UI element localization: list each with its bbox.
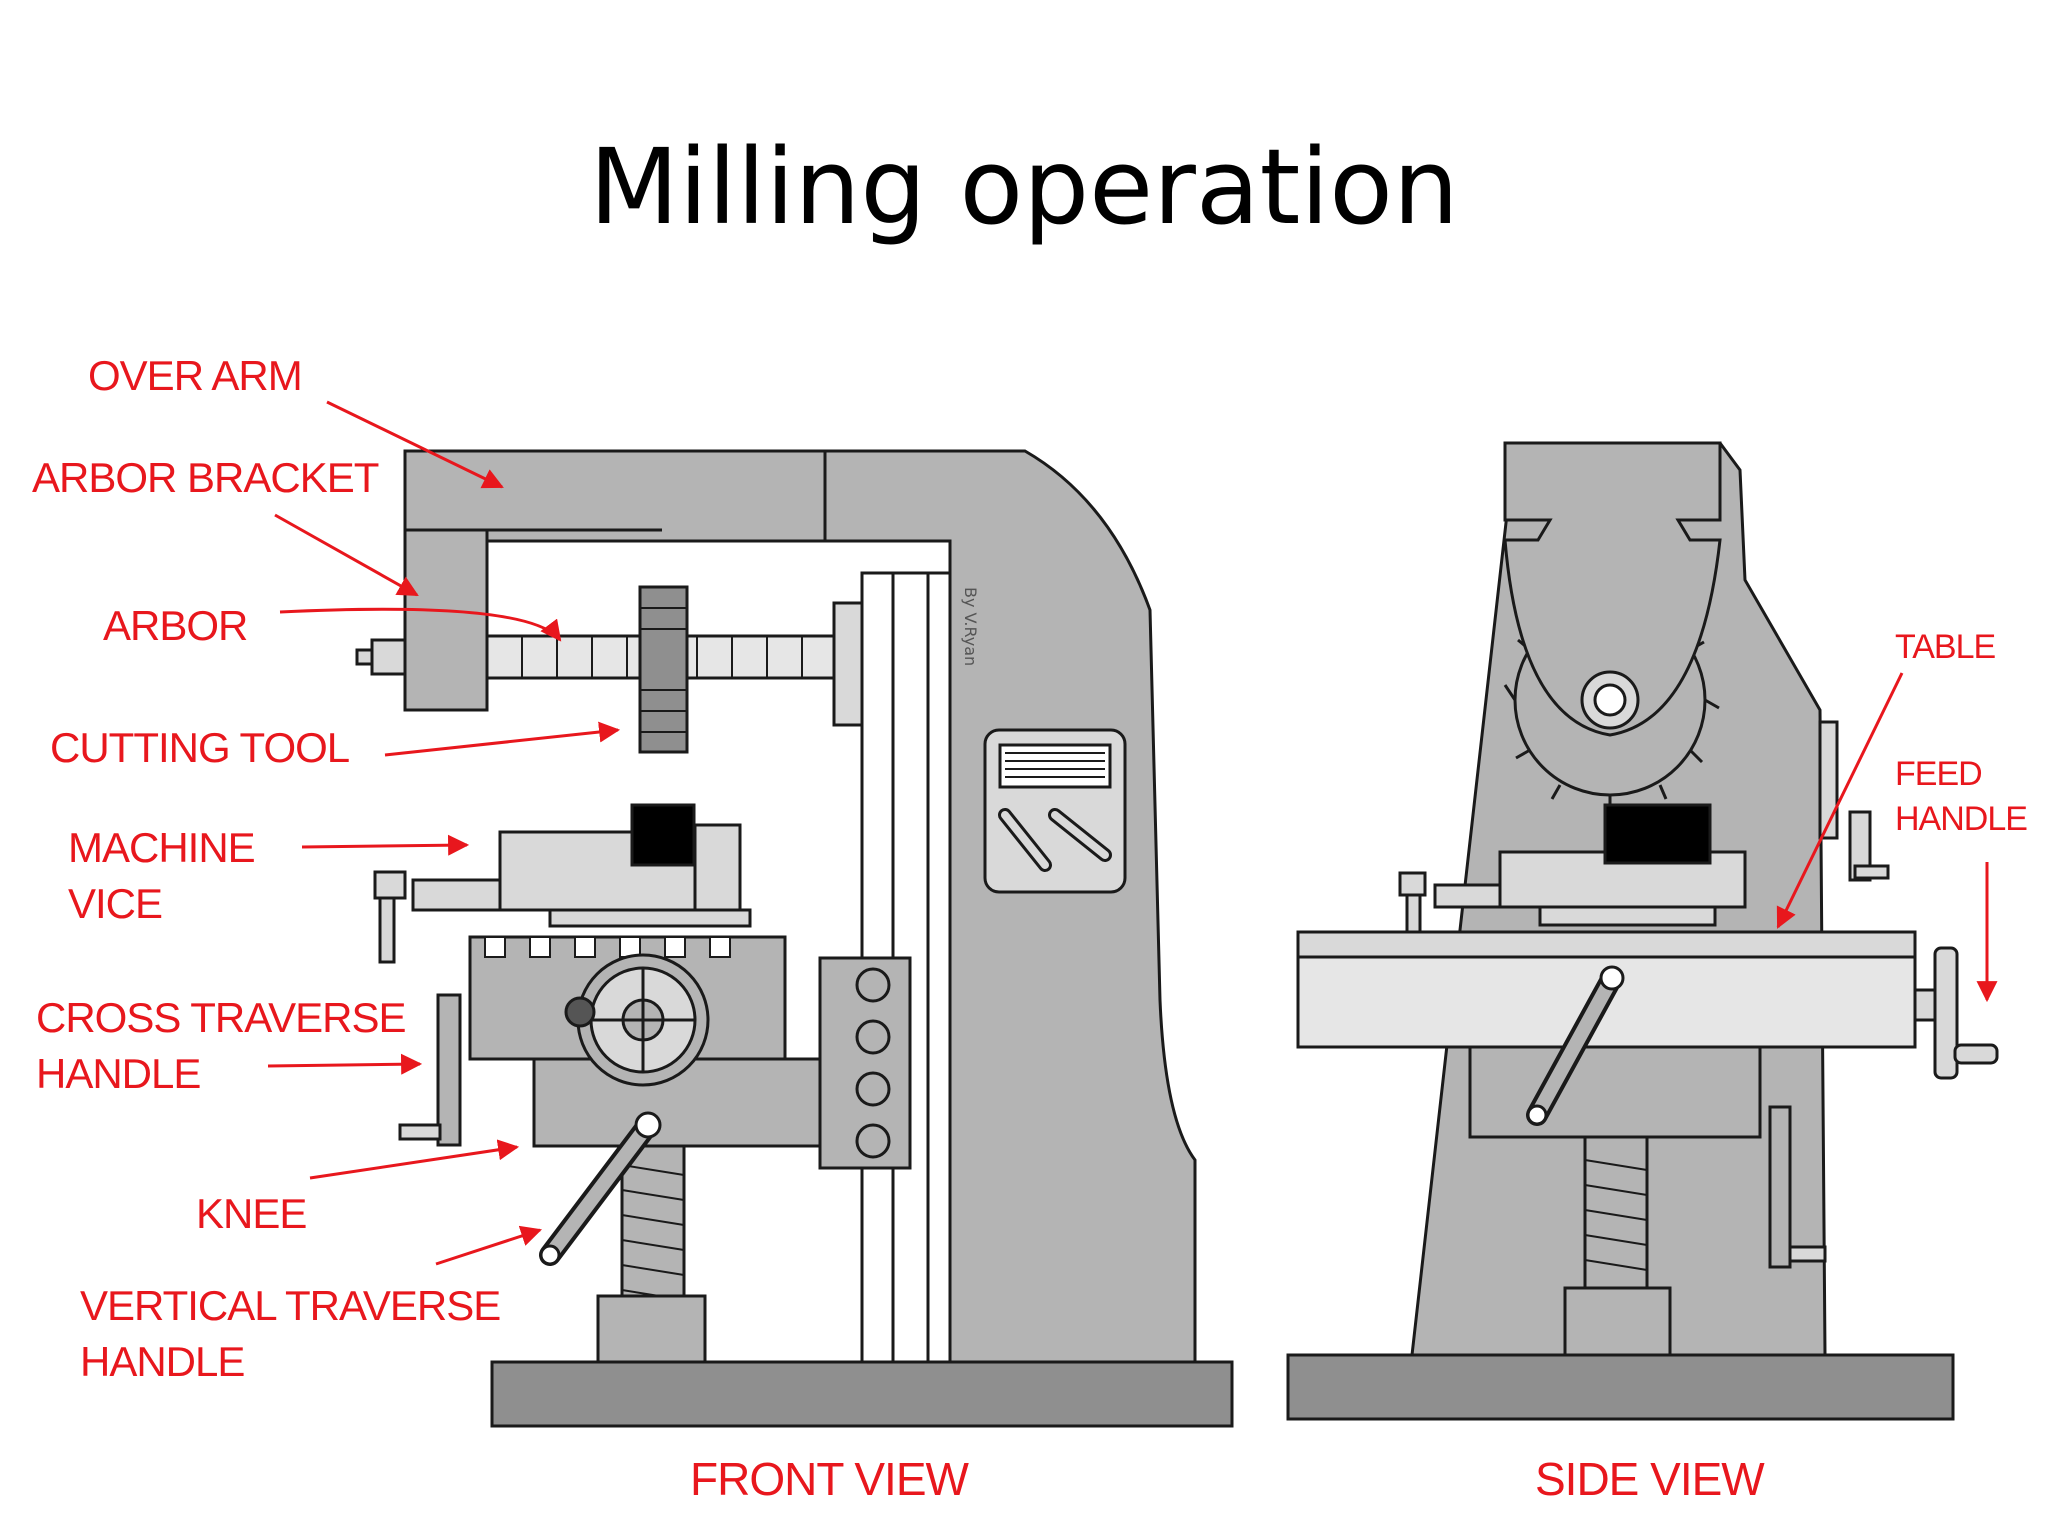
front-base <box>490 1360 1234 1428</box>
label-arbor-bracket: ARBOR BRACKET <box>32 454 379 501</box>
label-cutting-tool: CUTTING TOOL <box>50 724 349 771</box>
label-over-arm: OVER ARM <box>88 352 302 399</box>
label-knee: KNEE <box>196 1190 306 1237</box>
side-arbor-support <box>1503 441 1722 737</box>
front-column <box>403 449 1197 1364</box>
side-view-caption: SIDE VIEW <box>1535 1453 1765 1505</box>
over-arm <box>403 449 827 543</box>
slide-title: Milling operation <box>589 126 1459 248</box>
label-cross-traverse-line2: HANDLE <box>36 1050 200 1097</box>
label-cross-traverse-line1: CROSS TRAVERSE <box>36 994 406 1041</box>
arbor-bracket <box>403 528 489 712</box>
label-machine-vice-line2: VICE <box>68 880 162 927</box>
credit-text: By V.Ryan <box>961 587 980 666</box>
side-view-machine <box>1286 441 1999 1421</box>
front-view-caption: FRONT VIEW <box>690 1453 970 1505</box>
front-view-machine: By V.Ryan <box>355 449 1234 1428</box>
cutting-tool <box>638 585 689 754</box>
label-feed-handle-line1: FEED <box>1895 755 1982 793</box>
label-arrows <box>267 400 1998 1266</box>
label-arbor: ARBOR <box>103 602 247 649</box>
label-vertical-traverse-line2: HANDLE <box>80 1338 244 1385</box>
part-labels: OVER ARM ARBOR BRACKET ARBOR CUTTING TOO… <box>32 352 2028 1505</box>
label-vertical-traverse-line1: VERTICAL TRAVERSE <box>80 1282 500 1329</box>
side-table <box>1296 930 1917 959</box>
label-table: TABLE <box>1895 628 1996 666</box>
label-machine-vice-line1: MACHINE <box>68 824 255 871</box>
side-base <box>1286 1353 1955 1421</box>
hand-wheel <box>564 953 710 1087</box>
label-feed-handle-line2: HANDLE <box>1895 800 2027 838</box>
side-feed-slide <box>1818 720 1839 840</box>
